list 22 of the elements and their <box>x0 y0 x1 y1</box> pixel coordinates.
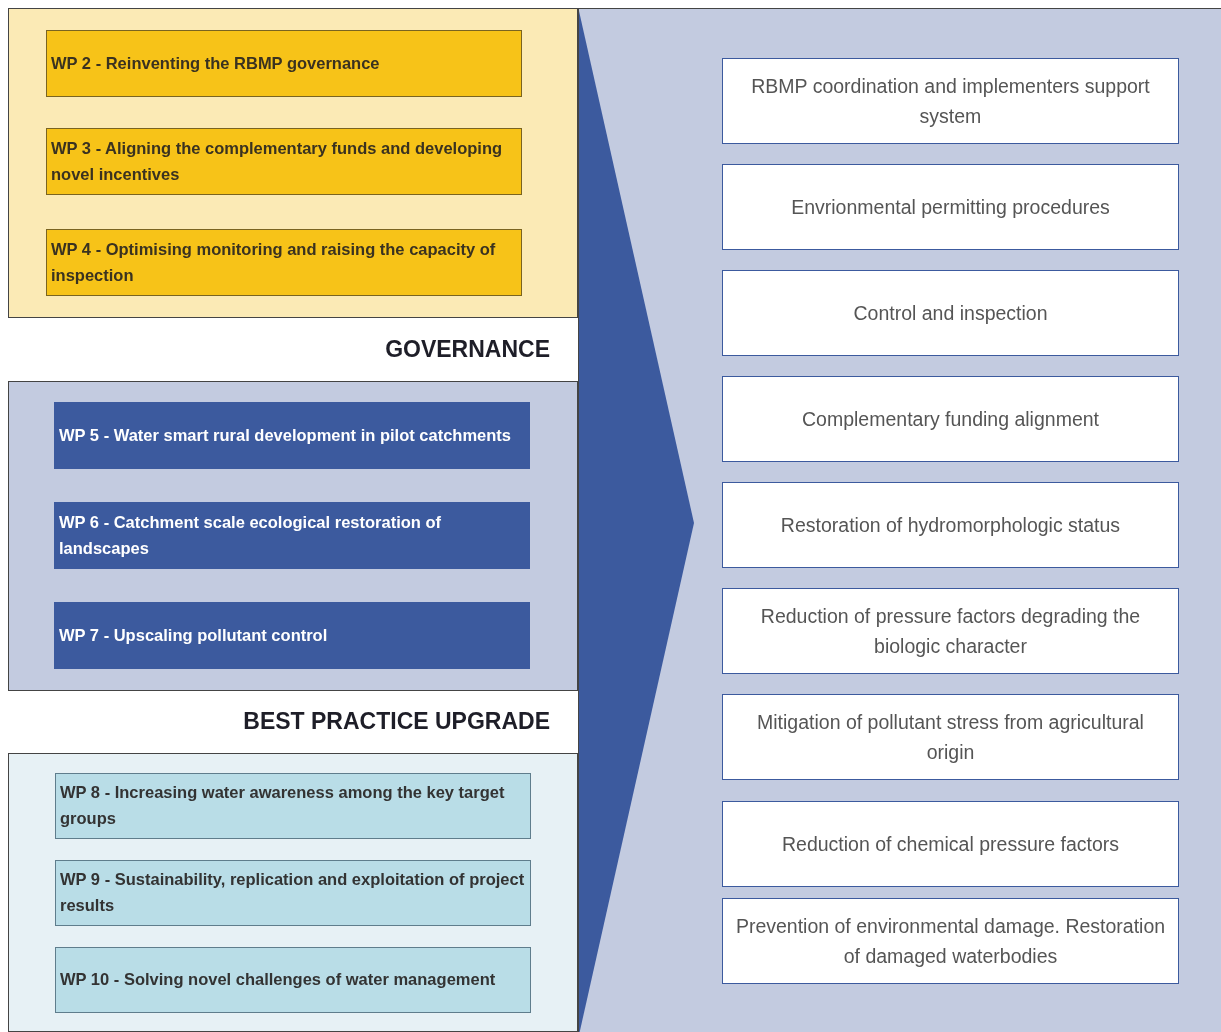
panel-background <box>578 8 1221 1032</box>
work-package-box: WP 5 - Water smart rural development in pilot catchments <box>54 402 530 469</box>
outcome-box: Mitigation of pollutant stress from agricultural origin <box>722 694 1179 780</box>
section-heading: GOVERNANCE <box>385 335 550 364</box>
work-package-box: WP 2 - Reinventing the RBMP governance <box>46 30 522 97</box>
outcome-box: Reduction of pressure factors degrading the biologic character <box>722 588 1179 674</box>
work-package-box: WP 9 - Sustainability, replication and exploitation of project results <box>55 860 531 926</box>
outcome-box: Envrionmental permitting procedures <box>722 164 1179 250</box>
outcome-box: RBMP coordination and implementers support system <box>722 58 1179 144</box>
work-package-box: WP 6 - Catchment scale ecological restoration of landscapes <box>54 502 530 569</box>
outcome-box: Control and inspection <box>722 270 1179 356</box>
outcome-box: Reduction of chemical pressure factors <box>722 801 1179 887</box>
outcome-box: Prevention of environmental damage. Restoration of damaged waterbodies <box>722 898 1179 984</box>
work-package-box: WP 10 - Solving novel challenges of water management <box>55 947 531 1013</box>
outcome-box: Restoration of hydromorphologic status <box>722 482 1179 568</box>
work-package-box: WP 8 - Increasing water awareness among the key target groups <box>55 773 531 839</box>
section-heading: BEST PRACTICE UPGRADE <box>243 707 550 736</box>
work-package-box: WP 4 - Optimising monitoring and raising the capacity of inspection <box>46 229 522 296</box>
work-package-box: WP 7 - Upscaling pollutant control <box>54 602 530 669</box>
outcome-box: Complementary funding alignment <box>722 376 1179 462</box>
work-package-box: WP 3 - Aligning the complementary funds and developing novel incentives <box>46 128 522 195</box>
panel-background <box>8 753 578 1032</box>
